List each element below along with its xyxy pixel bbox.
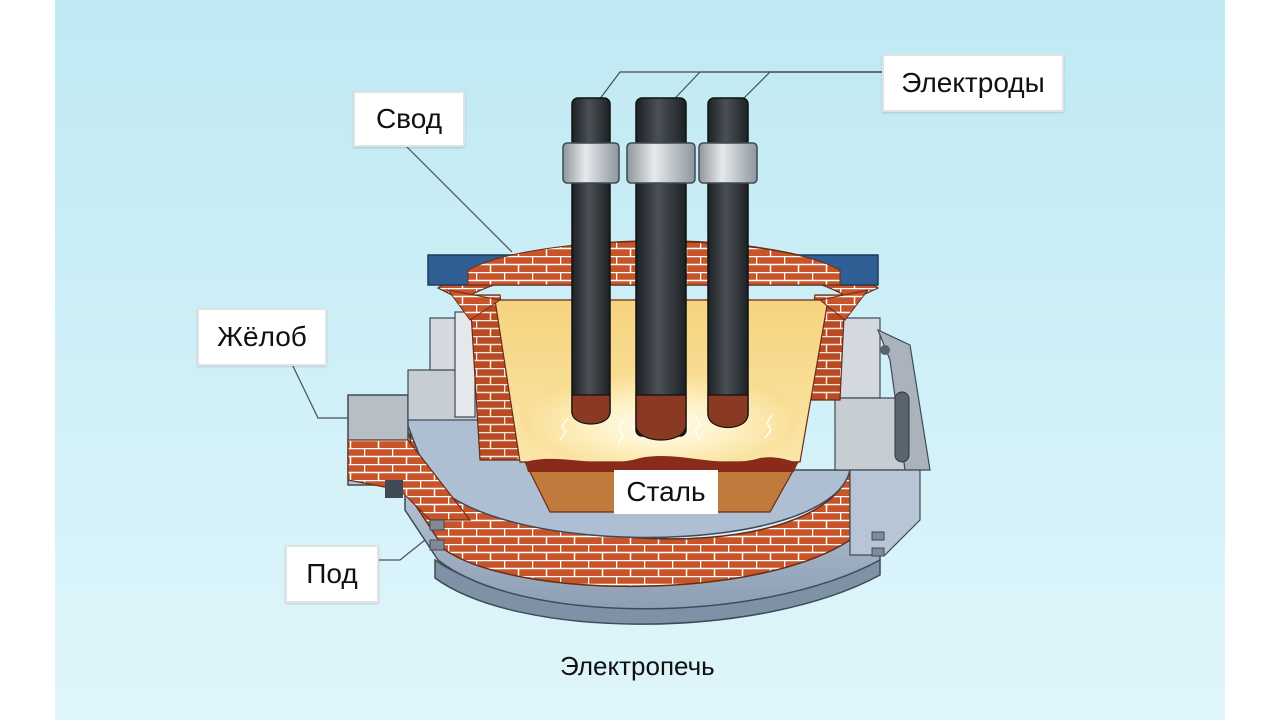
bolt-3 xyxy=(871,531,885,541)
roof-label: Свод xyxy=(353,91,465,147)
bolt-4 xyxy=(871,547,885,557)
spout-label: Жёлоб xyxy=(197,308,327,366)
electrode-left xyxy=(562,97,620,425)
roof-right-corner xyxy=(818,289,870,321)
bolt-1 xyxy=(429,519,445,531)
slag-layer xyxy=(525,456,798,472)
right-support-upper xyxy=(839,317,881,399)
arc-sparks xyxy=(559,414,773,446)
bolt-2 xyxy=(429,539,445,551)
hearth-label-text: Под xyxy=(306,558,358,589)
steel-label-text: Сталь xyxy=(626,476,706,507)
electrode-right xyxy=(698,97,758,428)
roof-label-text: Свод xyxy=(375,103,443,134)
steel-label: Сталь xyxy=(614,470,718,514)
roof-left-corner xyxy=(446,289,502,321)
spout-bracket xyxy=(385,480,403,498)
diagram-caption: Электропечь xyxy=(560,651,715,681)
right-slot xyxy=(894,391,910,463)
electrode-middle xyxy=(626,97,696,441)
electrodes xyxy=(562,97,758,441)
right-casing xyxy=(849,469,921,556)
right-pin xyxy=(880,345,890,355)
hearth-label: Под xyxy=(285,545,379,603)
electrodes-label: Электроды xyxy=(882,54,1064,112)
electrodes-label-text: Электроды xyxy=(901,67,1045,98)
spout-label-text: Жёлоб xyxy=(217,321,307,352)
